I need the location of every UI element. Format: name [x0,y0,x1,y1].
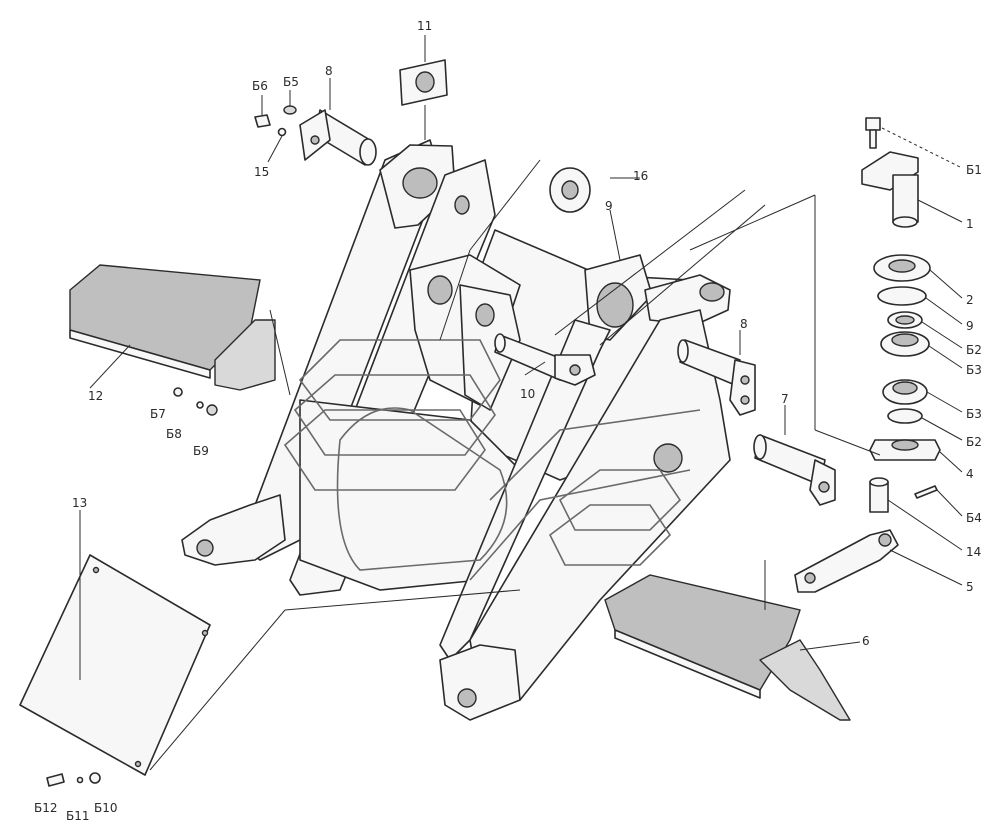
fastener-b12 [46,773,65,787]
part-labels: 11 8 Б5 Б6 15 16 9 Б1 1 2 9 Б2 Б3 Б3 Б2 … [34,19,982,823]
label-b2-upper: Б2 [966,343,982,357]
label-2: 2 [966,293,974,307]
label-b4: Б4 [966,511,982,525]
bolt-b1 [865,117,881,149]
fastener-b5 [283,105,297,115]
label-10: 10 [520,387,535,401]
label-b6: Б6 [252,79,268,93]
label-b2-lower: Б2 [966,435,982,449]
washer-16 [549,167,591,213]
label-11: 11 [417,19,432,33]
cotter-b4 [914,485,938,499]
leader-lines [79,35,963,771]
fastener-b11 [76,776,84,784]
label-b9: Б9 [193,444,209,458]
frame-left-leg [181,139,456,566]
label-15: 15 [254,165,269,179]
fastener-b6 [254,114,271,128]
label-7: 7 [781,392,789,406]
label-1: 1 [966,217,974,231]
label-9-upper: 9 [605,199,613,213]
label-12: 12 [88,389,103,403]
washer-2 [873,254,931,282]
label-13: 13 [72,496,87,510]
label-b11: Б11 [66,809,90,823]
label-8-right: 8 [740,317,748,331]
label-b5: Б5 [283,75,299,89]
label-b3-lower: Б3 [966,407,982,421]
ring-b2-lower [887,408,923,424]
cover-panel [19,554,211,776]
label-14: 14 [966,545,981,559]
pin-8-right [677,339,756,416]
label-4: 4 [966,467,974,481]
fastener-15 [277,127,287,137]
label-5: 5 [966,580,974,594]
label-b10: Б10 [94,801,118,815]
label-8-upper: 8 [325,64,333,78]
ring-b2-upper [887,311,923,329]
bearing-b3-lower [882,379,928,405]
washer-11 [399,59,448,106]
pin-7 [753,434,836,506]
label-b7: Б7 [150,407,166,421]
left-step-tread [69,264,276,391]
shim-9 [877,286,927,306]
frame-hidden-outline [283,339,701,581]
pin-10 [494,333,596,386]
fastener-b7 [173,387,183,397]
label-9-right: 9 [966,319,974,333]
right-step-tread [604,574,851,721]
label-b1: Б1 [966,163,982,177]
label-16: 16 [633,169,648,183]
label-b12: Б12 [34,801,58,815]
pin-1 [861,151,919,228]
fastener-b9 [206,404,218,416]
pin-8-upper [299,109,377,166]
nut-4 [869,439,941,461]
bearing-b3-upper [880,331,930,357]
label-b3-upper: Б3 [966,363,982,377]
label-b8: Б8 [166,427,182,441]
lever-5 [794,529,899,593]
pin-14 [869,477,889,513]
fastener-b8 [196,401,204,409]
label-6: 6 [862,634,870,648]
fastener-b10 [89,772,101,784]
